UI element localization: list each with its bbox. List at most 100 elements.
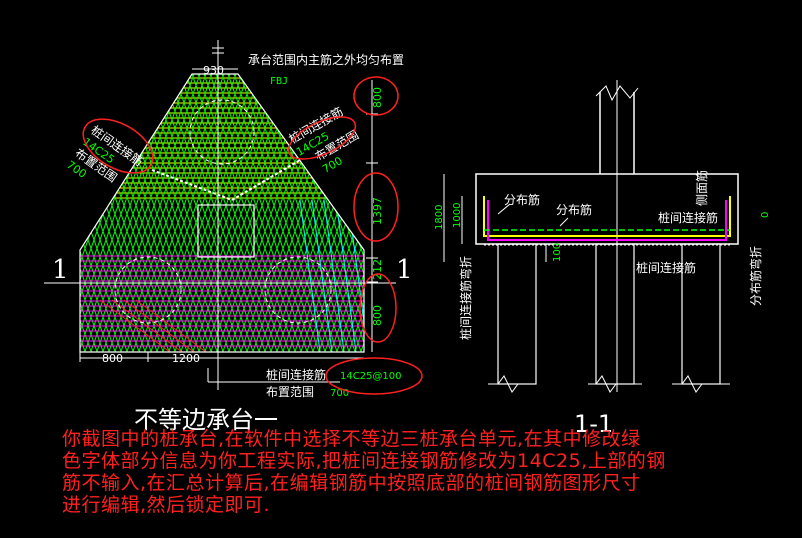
hatch-line <box>183 74 285 352</box>
rebar-magenta <box>487 200 727 241</box>
hatch-line <box>80 74 89 352</box>
label-link-top: 桩间连接筋 <box>658 210 718 225</box>
hatch-line <box>219 74 321 352</box>
hatch-line <box>80 74 165 352</box>
dim-top-width: 930 <box>203 64 224 77</box>
dim-right-1: 800 <box>371 87 384 108</box>
rebar-yellow <box>483 196 731 237</box>
highlight-bottom-label <box>325 357 423 395</box>
hatch-line <box>80 74 129 352</box>
svg-text:1000: 1000 <box>452 203 463 228</box>
hatch-line <box>165 74 267 352</box>
hatch-line <box>221 74 323 352</box>
hatch-line <box>80 74 93 352</box>
hatch-line <box>80 74 113 352</box>
hatch-line <box>80 74 135 352</box>
top-note: 承台范围内主筋之外均匀布置 <box>248 52 404 67</box>
hatch-line <box>135 74 237 352</box>
label-zero: 0 <box>760 212 771 218</box>
hatch-line <box>0 74 58 360</box>
hatch-line <box>207 74 309 352</box>
hatch-line <box>339 74 364 352</box>
hatch-line <box>93 74 195 352</box>
hatch-line <box>0 74 64 360</box>
hatch-line <box>155 74 257 352</box>
hatch-line <box>0 74 38 360</box>
hatch-line <box>80 74 83 352</box>
note-line-1: 你截图中的桩承台,在软件中选择不等边三桩承台单元,在其中修改绿 <box>62 428 641 450</box>
hatch-line <box>0 74 32 360</box>
dim-bottom-2: 1200 <box>172 352 200 365</box>
hatch-line <box>80 74 125 352</box>
hatch-line <box>396 74 496 360</box>
dim-right-4: 800 <box>371 305 384 326</box>
hatch-line <box>117 74 219 352</box>
hatch-line <box>111 299 183 352</box>
section-title: 1-1 <box>574 410 613 438</box>
hatch-line <box>0 74 40 360</box>
instruction-note: 你截图中的桩承台,在软件中选择不等边三桩承台单元,在其中修改绿 色字体部分信息为… <box>62 428 798 516</box>
pile-top <box>189 99 255 165</box>
hatch-line <box>0 74 76 360</box>
hatch-line <box>233 74 335 352</box>
hatch-line <box>225 74 327 352</box>
dim-bottom-1: 800 <box>102 352 123 365</box>
hatch-line <box>123 74 225 352</box>
link-zigzag-right <box>231 159 301 201</box>
hatch-line <box>80 74 153 352</box>
section-mark-left: 1 <box>52 255 69 285</box>
hatch-line <box>80 74 105 352</box>
highlight-800-top <box>353 76 399 116</box>
section-mark-right: 1 <box>396 255 413 285</box>
hatch-line <box>0 74 50 360</box>
hatch-line <box>177 74 279 352</box>
hatch-line <box>315 74 364 352</box>
hatch-line <box>171 74 273 352</box>
hatch-line <box>323 199 345 352</box>
hatch-line <box>80 74 81 352</box>
hatch-line <box>245 74 347 352</box>
dim-right-2: 1397 <box>371 197 384 225</box>
hatch-line <box>333 74 364 352</box>
label-100: 100 <box>552 243 563 262</box>
section-view: 1800 1000 分布筋 分布筋 桩间连接筋 侧面筋 桩间连接筋 100 0 … <box>434 80 771 438</box>
pile-right <box>264 256 332 324</box>
hatch-line <box>80 74 171 352</box>
column-box <box>197 204 255 258</box>
hatch-line <box>432 74 532 360</box>
hatch-line <box>215 74 317 352</box>
hatch-line <box>0 74 52 360</box>
hatch-line <box>80 74 159 352</box>
hatch-line <box>80 74 177 352</box>
hatch-line <box>80 74 161 352</box>
hatch-line <box>285 74 364 352</box>
hatch-line <box>335 199 357 352</box>
note-line-2: 色字体部分信息为你工程实际,把桩间连接钢筋修改为14C25,上部的钢 <box>62 450 666 472</box>
hatch-line <box>0 74 62 360</box>
svg-text:700: 700 <box>330 388 349 399</box>
hatch-line <box>153 74 255 352</box>
hatch-line <box>0 74 14 360</box>
hatch-line <box>80 74 99 352</box>
highlight-left-label <box>82 118 154 174</box>
section-pile-right <box>681 243 721 385</box>
hatch-line <box>209 74 311 352</box>
svg-text:布置范围: 布置范围 <box>266 385 314 399</box>
hatch-line <box>99 299 171 352</box>
svg-text:14C25@100: 14C25@100 <box>340 371 402 382</box>
label-side: 侧面筋 <box>694 170 709 206</box>
hatch-line <box>149 74 251 352</box>
hatch-line <box>99 74 201 352</box>
hatch-line <box>195 74 297 352</box>
section-pile-left <box>497 243 537 385</box>
hatch-line <box>327 74 364 352</box>
hatch-line <box>0 74 68 360</box>
note-line-4: 进行编辑,然后锁定即可. <box>62 494 271 516</box>
hatch-line <box>123 299 195 352</box>
hatch-line <box>81 74 183 352</box>
hatch-line <box>0 74 8 360</box>
hatch-line <box>80 74 87 352</box>
hatch-line <box>80 74 107 352</box>
highlight-800-bottom <box>359 273 397 343</box>
